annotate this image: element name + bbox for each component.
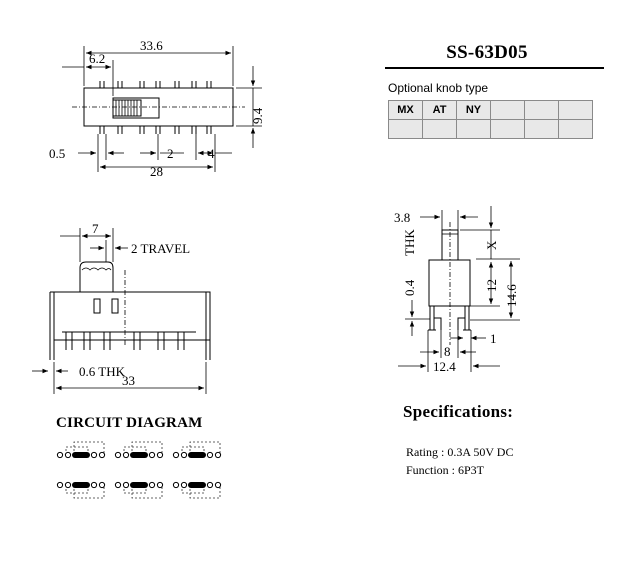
dim-height: 9.4 bbox=[250, 107, 265, 124]
dim-knob-width: 7 bbox=[92, 221, 99, 236]
dim-knob-offset: 6.2 bbox=[89, 51, 105, 66]
circuit-link bbox=[123, 446, 147, 455]
knob-type-label: Optional knob type bbox=[388, 81, 489, 95]
dim-plate-thickness: 0.6 THK bbox=[79, 364, 126, 379]
switch-body-front bbox=[53, 291, 211, 341]
circuit-terminal bbox=[98, 451, 106, 459]
circuit-terminal bbox=[122, 451, 130, 459]
circuit-link bbox=[65, 485, 89, 494]
circuit-terminal bbox=[56, 451, 64, 459]
circuit-link bbox=[189, 441, 221, 455]
circuit-terminal bbox=[214, 481, 222, 489]
knob-type-row bbox=[388, 119, 593, 139]
dim-pin-width: 1 bbox=[490, 331, 497, 346]
circuit-contact bbox=[72, 452, 90, 458]
top-pins-lower bbox=[99, 126, 212, 134]
circuit-terminal bbox=[148, 481, 156, 489]
model-number: SS-63D05 bbox=[446, 42, 528, 63]
circuit-terminal bbox=[156, 481, 164, 489]
circuit-terminal bbox=[90, 451, 98, 459]
circuit-link bbox=[189, 485, 221, 499]
knob-front bbox=[79, 261, 114, 292]
circuit-link bbox=[123, 485, 147, 494]
dim-body-length: 33 bbox=[122, 373, 135, 388]
dim-body-height: 12 bbox=[484, 279, 499, 292]
circuit-terminal bbox=[114, 481, 122, 489]
dim-pin-span: 28 bbox=[150, 164, 163, 179]
dim-knob-height: X bbox=[484, 240, 499, 250]
circuit-group bbox=[114, 441, 164, 499]
circuit-terminal bbox=[172, 481, 180, 489]
top-pins-upper bbox=[99, 81, 212, 88]
circuit-terminal bbox=[148, 451, 156, 459]
specifications-title: Specifications: bbox=[403, 402, 514, 421]
title-underline bbox=[385, 67, 604, 69]
circuit-link bbox=[131, 441, 163, 455]
circuit-terminal bbox=[206, 451, 214, 459]
dim-travel: 2 TRAVEL bbox=[131, 241, 190, 256]
dim-end-spacing: 4 bbox=[208, 146, 215, 161]
circuit-terminal bbox=[180, 481, 188, 489]
circuit-terminal bbox=[56, 481, 64, 489]
dim-side-pin-span: 12.4 bbox=[433, 359, 456, 374]
circuit-terminal bbox=[98, 481, 106, 489]
knob-type-row: MX AT NY bbox=[388, 100, 593, 120]
circuit-terminal bbox=[172, 451, 180, 459]
spec-rating: Rating : 0.3A 50V DC bbox=[406, 445, 514, 459]
circuit-group bbox=[172, 441, 222, 499]
dim-pin-thickness: 0.4 bbox=[402, 279, 417, 296]
circuit-link bbox=[73, 441, 105, 455]
circuit-terminal bbox=[156, 451, 164, 459]
spec-function: Function : 6P3T bbox=[406, 463, 485, 477]
knob-type-table: MX AT NY bbox=[388, 100, 593, 139]
dim-thk-label: THK bbox=[402, 229, 417, 256]
circuit-contact bbox=[130, 482, 148, 488]
top-view-drawing bbox=[62, 46, 262, 172]
circuit-diagram-title: CIRCUIT DIAGRAM bbox=[56, 415, 203, 431]
circuit-terminal bbox=[64, 481, 72, 489]
circuit-link bbox=[73, 485, 105, 499]
circuit-contact bbox=[188, 482, 206, 488]
knob-top bbox=[112, 97, 160, 119]
circuit-terminal bbox=[214, 451, 222, 459]
dim-pin-spacing: 8 bbox=[444, 344, 451, 359]
circuit-contact bbox=[188, 452, 206, 458]
circuit-contact bbox=[72, 482, 90, 488]
circuit-contact bbox=[130, 452, 148, 458]
dim-knob-thickness: 3.8 bbox=[394, 210, 410, 225]
switch-body-side bbox=[428, 259, 471, 307]
circuit-terminal bbox=[122, 481, 130, 489]
circuit-group bbox=[56, 441, 106, 499]
dim-overall-length: 33.6 bbox=[140, 38, 163, 53]
circuit-link bbox=[65, 446, 89, 455]
circuit-terminal bbox=[90, 481, 98, 489]
circuit-link bbox=[181, 446, 205, 455]
knob-type-cell: MX bbox=[388, 100, 423, 120]
circuit-link bbox=[131, 485, 163, 499]
front-view-drawing bbox=[32, 228, 211, 394]
dim-pin-pitch: 2 bbox=[167, 146, 174, 161]
circuit-link bbox=[181, 485, 205, 494]
circuit-terminal bbox=[206, 481, 214, 489]
dim-total-height: 14.6 bbox=[504, 284, 519, 307]
dim-pin-offset: 0.5 bbox=[49, 146, 65, 161]
front-terminals bbox=[65, 340, 185, 350]
circuit-terminal bbox=[64, 451, 72, 459]
circuit-diagram bbox=[56, 441, 222, 499]
circuit-terminal bbox=[180, 451, 188, 459]
side-view-drawing bbox=[398, 206, 520, 372]
knob-type-cell bbox=[558, 119, 593, 139]
circuit-terminal bbox=[114, 451, 122, 459]
